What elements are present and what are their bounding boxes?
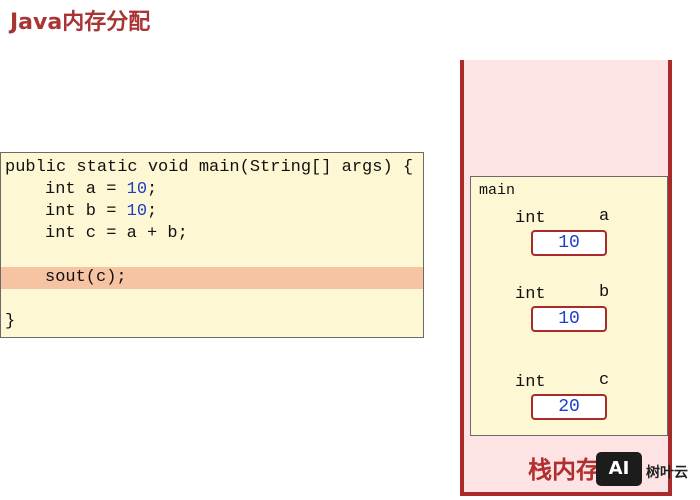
var-c-name: c [599,371,610,390]
code-number: 10 [126,180,148,199]
code-text: int a = [45,180,127,199]
var-b-value-box: 10 [531,306,607,332]
code-line-closing: } [5,312,16,331]
code-line-sout-highlighted: sout(c); [1,267,423,289]
code-text: ; [147,202,158,221]
var-b-type: int [515,285,546,304]
code-number: 10 [126,202,148,221]
code-line-signature: public static void main(String[] args) { [5,158,414,177]
stack-memory: main int a 10 int b 10 int c 20 栈内存 [460,60,672,496]
watermark-text: 树叶云 [646,465,688,481]
var-b-name: b [599,283,610,302]
code-line-c: int c = a + b; [45,224,188,243]
code-line-a: int a = 10; [1,179,423,201]
code-line-b: int b = 10; [1,201,423,223]
var-c-value-box: 20 [531,394,607,420]
code-text: int b = [45,202,127,221]
code-text: ; [147,180,158,199]
frame-name: main [479,182,516,199]
main-stack-frame: main int a 10 int b 10 int c 20 [470,176,668,436]
var-a-value-box: 10 [531,230,607,256]
stack-memory-label: 栈内存 [528,456,600,484]
watermark-logo: AI [596,452,642,486]
var-a-type: int [515,209,546,228]
code-block: public static void main(String[] args) {… [0,152,424,338]
var-c-type: int [515,373,546,392]
page-title: Java内存分配 [10,10,151,35]
var-a-name: a [599,207,610,226]
